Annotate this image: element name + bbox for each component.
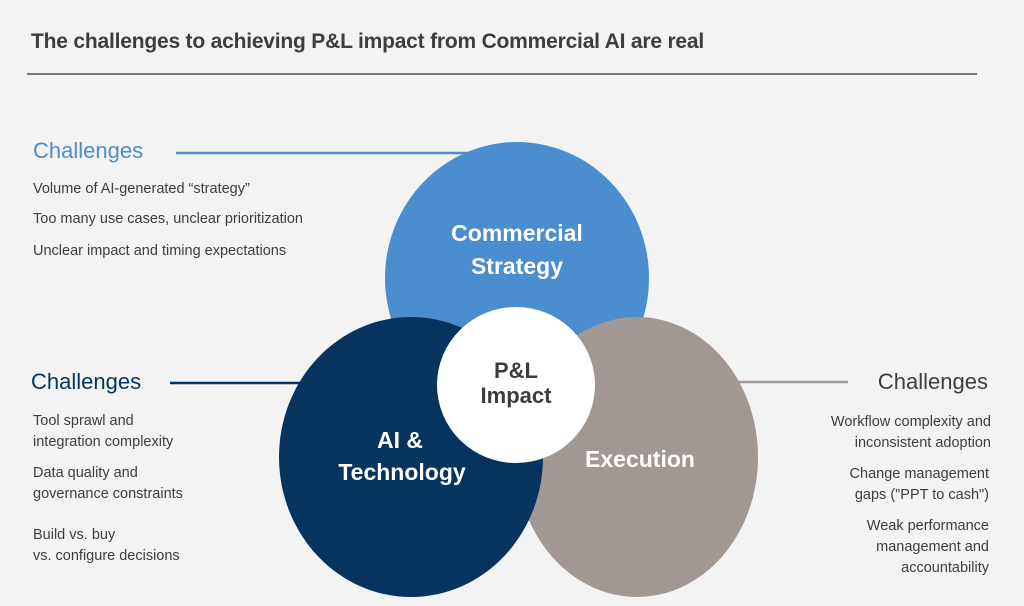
- technology-label-line2: Technology: [338, 459, 466, 485]
- strategy-challenge-item: Too many use cases, unclear prioritizati…: [33, 211, 303, 227]
- strategy-label-line2: Strategy: [471, 253, 563, 279]
- strategy-challenges-heading: Challenges: [33, 138, 144, 163]
- strategy-challenge-item: Volume of AI-generated “strategy”: [33, 181, 250, 197]
- execution-challenge-item: Weak performance management and accounta…: [866, 518, 989, 576]
- technology-label-line1: AI &: [377, 427, 423, 453]
- execution-label: Execution: [585, 446, 695, 472]
- execution-challenges-heading: Challenges: [877, 369, 988, 394]
- slide-title: The challenges to achieving P&L impact f…: [31, 30, 705, 53]
- technology-challenge-item: Build vs. buy vs. configure decisions: [33, 527, 180, 564]
- execution-challenge-item: Workflow complexity and inconsistent ado…: [830, 414, 991, 451]
- pl-impact-circle: [437, 307, 595, 463]
- strategy-challenge-item: Unclear impact and timing expectations: [33, 243, 287, 259]
- technology-challenge-item: Tool sprawl and integration complexity: [33, 413, 174, 450]
- strategy-label-line1: Commercial: [451, 220, 583, 246]
- center-label-line2: Impact: [481, 383, 553, 408]
- execution-challenge-item: Change management gaps ("PPT to cash"): [849, 466, 989, 503]
- title-divider: [27, 73, 977, 75]
- technology-challenges-heading: Challenges: [31, 369, 142, 394]
- technology-challenge-item: Data quality and governance constraints: [33, 465, 183, 502]
- center-label-line1: P&L: [494, 358, 538, 383]
